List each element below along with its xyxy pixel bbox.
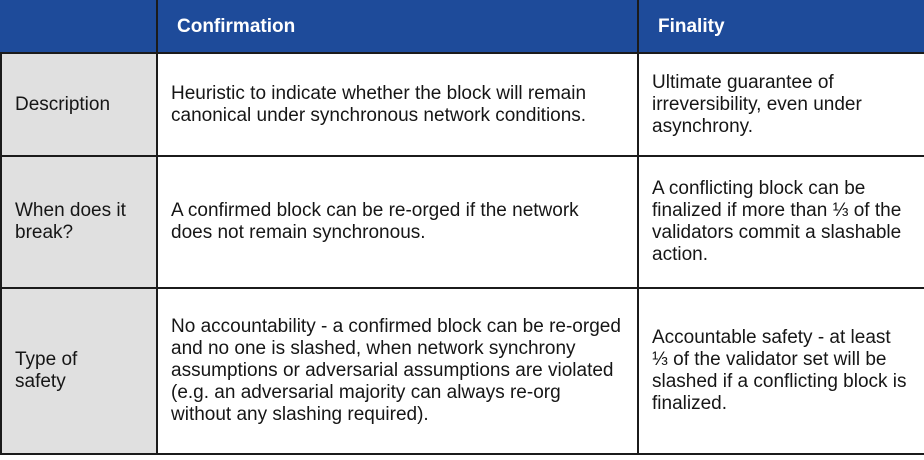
when-break-confirmation-cell: A confirmed block can be re-orged if the… [156,155,639,289]
when-break-finality-cell: A conflicting block can be finalized if … [637,155,924,289]
table-row-when-does-it-break: When does it break? A confirmed block ca… [0,155,924,289]
row-label-description: Description [0,52,158,157]
row-label-when-does-it-break: When does it break? [0,155,158,289]
table-row-description: Description Heuristic to indicate whethe… [0,52,924,157]
header-corner-cell [0,0,158,54]
description-finality-cell: Ultimate guarantee of irreversibility, e… [637,52,924,157]
header-finality: Finality [637,0,924,54]
safety-finality-cell: Accountable safety - at least ⅓ of the v… [637,287,924,455]
table-header-row: Confirmation Finality [0,0,924,54]
header-confirmation: Confirmation [156,0,639,54]
table-row-type-of-safety: Type of safety No accountability - a con… [0,287,924,455]
description-confirmation-cell: Heuristic to indicate whether the block … [156,52,639,157]
row-label-type-of-safety: Type of safety [0,287,158,455]
safety-confirmation-cell: No accountability - a confirmed block ca… [156,287,639,455]
